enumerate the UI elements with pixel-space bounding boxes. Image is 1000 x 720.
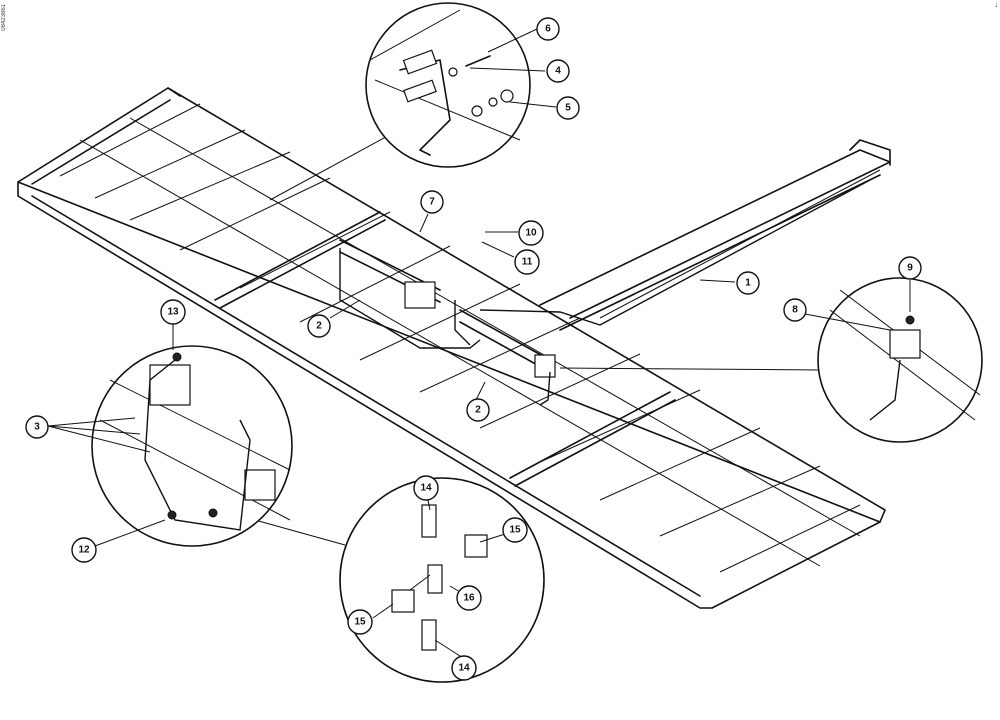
callout-2: 2	[307, 314, 331, 338]
detail-bottom	[339, 477, 545, 683]
hydraulic-cylinder-right	[459, 309, 556, 378]
svg-text:2: 2	[475, 405, 481, 416]
svg-text:8: 8	[792, 305, 798, 316]
callout-14: 14	[451, 655, 477, 681]
callout-13: 13	[160, 299, 186, 325]
svg-text:5: 5	[565, 103, 571, 114]
leader-detail-right	[559, 367, 821, 371]
detail-right	[817, 277, 983, 443]
callout-3: 3	[25, 415, 49, 439]
svg-text:4: 4	[555, 66, 561, 77]
callout-12: 12	[71, 537, 97, 563]
leader-detail-left	[254, 519, 346, 546]
svg-text:9: 9	[907, 263, 913, 274]
svg-text:14: 14	[458, 663, 470, 674]
leader-detail-top	[269, 131, 396, 201]
callout-6: 6	[536, 17, 560, 41]
svg-text:7: 7	[429, 197, 435, 208]
detail-left	[91, 345, 293, 547]
callout-9: 9	[898, 256, 922, 280]
svg-text:15: 15	[509, 525, 521, 536]
callout-14: 14	[413, 475, 439, 501]
callout-10: 10	[518, 220, 544, 246]
callout-1: 1	[736, 271, 760, 295]
leader-lines	[47, 28, 911, 657]
callout-8: 8	[783, 298, 807, 322]
corner-mark: ↓	[994, 2, 999, 9]
callout-15: 15	[502, 517, 528, 543]
callout-7: 7	[420, 190, 444, 214]
svg-text:13: 13	[167, 307, 179, 318]
callout-11: 11	[514, 249, 540, 275]
svg-text:1: 1	[745, 278, 751, 289]
hydraulic-cylinder-left	[339, 239, 441, 309]
callout-4: 4	[546, 59, 570, 83]
callout-15: 15	[347, 609, 373, 635]
svg-text:12: 12	[78, 545, 90, 556]
callout-16: 16	[456, 585, 482, 611]
detail-top	[365, 2, 531, 168]
main-frame	[17, 87, 886, 609]
svg-text:10: 10	[525, 228, 537, 239]
callout-2: 2	[466, 398, 490, 422]
svg-text:16: 16	[463, 593, 475, 604]
svg-text:14: 14	[420, 483, 432, 494]
svg-text:2: 2	[316, 321, 322, 332]
svg-text:11: 11	[522, 257, 533, 268]
hitch-tongue	[479, 139, 891, 331]
callout-5: 5	[556, 96, 580, 120]
svg-text:15: 15	[354, 617, 366, 628]
svg-text:6: 6	[545, 24, 551, 35]
svg-text:3: 3	[34, 422, 40, 433]
